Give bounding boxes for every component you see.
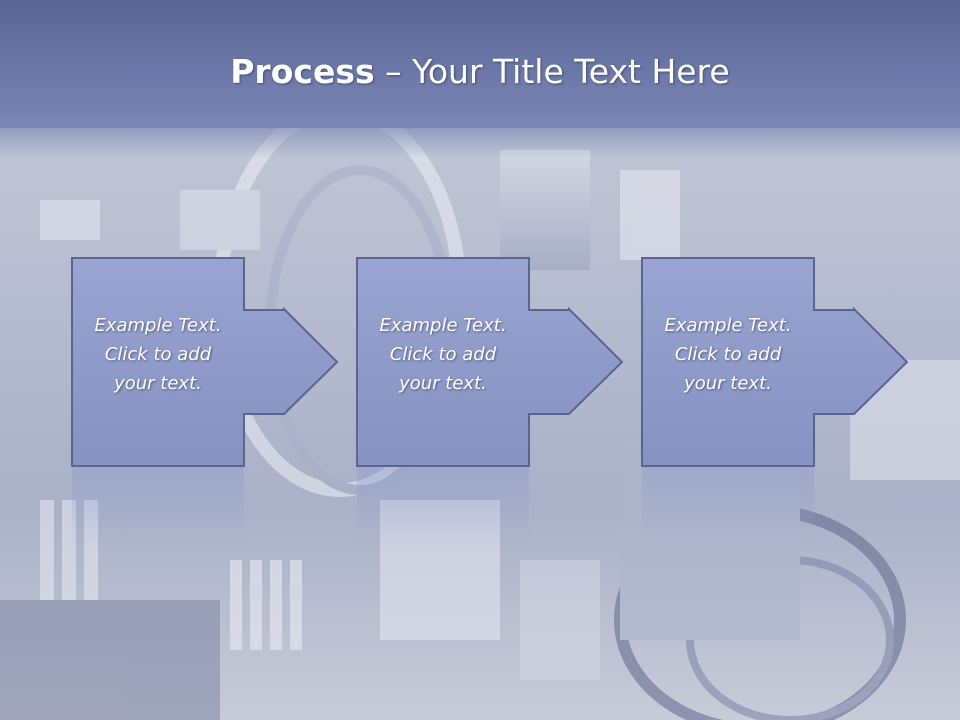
- step-2-line-2: Click to add: [389, 344, 497, 365]
- title-rest: – Your Title Text Here: [374, 52, 730, 91]
- process-step-1-text[interactable]: Example Text. Click to add your text.: [72, 311, 244, 398]
- step-3-line-1: Example Text.: [664, 315, 792, 336]
- step-2-line-3: your text.: [399, 373, 487, 394]
- slide-title[interactable]: Process – Your Title Text Here: [0, 52, 960, 91]
- step-1-line-1: Example Text.: [94, 315, 222, 336]
- process-step-3-text[interactable]: Example Text. Click to add your text.: [642, 311, 814, 398]
- step-1-line-3: your text.: [114, 373, 202, 394]
- step-2-line-1: Example Text.: [379, 315, 507, 336]
- process-step-2-text[interactable]: Example Text. Click to add your text.: [357, 311, 529, 398]
- step-3-line-3: your text.: [684, 373, 772, 394]
- process-step-3-shape[interactable]: [641, 257, 909, 467]
- title-bar-fade: [0, 118, 960, 158]
- process-step-1-shape[interactable]: [71, 257, 339, 467]
- step-1-line-2: Click to add: [104, 344, 212, 365]
- step-3-line-2: Click to add: [674, 344, 782, 365]
- title-bar: [0, 0, 960, 128]
- reflections: [72, 466, 814, 546]
- process-step-2-shape[interactable]: [356, 257, 624, 467]
- title-bold: Process: [230, 52, 375, 91]
